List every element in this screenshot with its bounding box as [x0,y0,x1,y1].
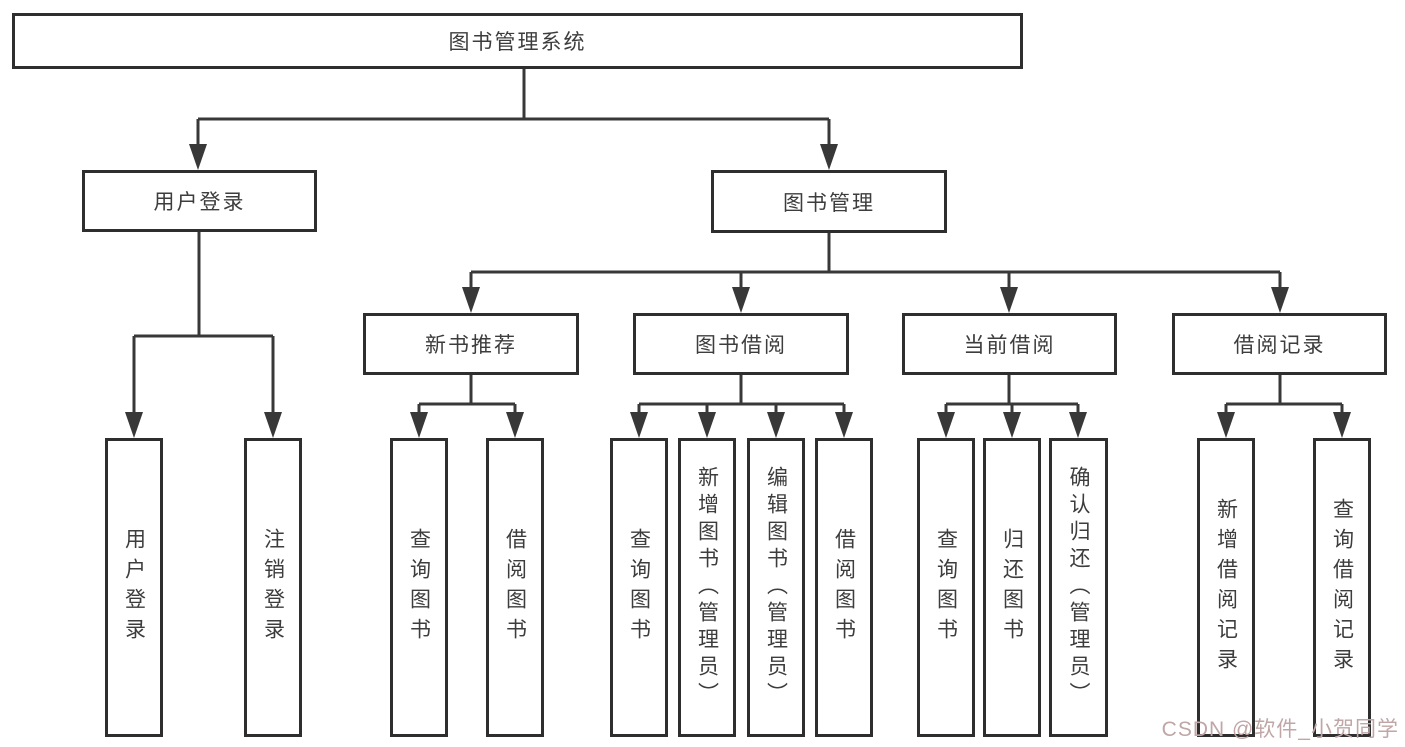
node-label: 注销登录 [261,527,285,648]
node-label: 借阅记录 [1233,334,1326,357]
arrowhead-icon [410,412,428,438]
arrowhead-icon [1003,412,1021,438]
node-label: 新增借阅记录 [1214,497,1238,678]
node-label: 用户登录 [122,527,146,648]
node-label: 编辑图书（管理员） [764,466,788,709]
node-current-borrow: 当前借阅 [902,313,1117,375]
node-borrow-books-leaf: 借阅图书 [815,438,873,737]
node-add-book-admin: 新增图书（管理员） [678,438,736,737]
node-label: 借阅图书 [832,527,856,648]
connector-group-records [1224,375,1344,418]
connector-group-borrow [637,375,846,418]
node-user-login-leaf: 用户登录 [105,438,163,737]
node-book-management: 图书管理 [711,170,947,233]
node-label: 用户登录 [153,191,246,214]
node-confirm-return-admin: 确认归还（管理员） [1049,438,1108,737]
arrowhead-icon [767,412,785,438]
connector-paths [132,67,1344,418]
node-label: 借阅图书 [503,527,527,648]
arrowhead-icon [1069,412,1087,438]
arrowhead-icon [835,412,853,438]
node-label: 查询图书 [934,527,958,648]
arrowhead-icon [506,412,524,438]
node-new-book-recommend: 新书推荐 [363,313,579,375]
node-label: 确认归还（管理员） [1067,466,1090,709]
node-root: 图书管理系统 [12,13,1023,69]
node-label: 新增图书（管理员） [695,466,719,709]
connector-root [196,67,831,150]
connector-group-recommend [417,375,517,418]
node-label: 新书推荐 [425,334,517,357]
csdn-watermark: CSDN @软件_小贺同学 [1161,718,1399,741]
node-label: 查询图书 [627,527,651,648]
arrowhead-icon [1217,412,1235,438]
node-query-books-borrow: 查询图书 [610,438,668,737]
arrowhead-icon [1000,287,1018,313]
arrowhead-icon [820,144,838,170]
node-add-borrow-record: 新增借阅记录 [1197,438,1255,737]
arrowhead-icon [264,412,282,438]
connector-group-current [944,375,1080,418]
node-label: 查询借阅记录 [1330,497,1354,678]
arrowhead-icon [630,412,648,438]
node-edit-book-admin: 编辑图书（管理员） [747,438,805,737]
arrowhead-icon [1333,412,1351,438]
arrowhead-icon [125,412,143,438]
node-label: 图书管理 [783,191,875,215]
arrowheads [125,144,1351,438]
arrowhead-icon [698,412,716,438]
arrowhead-icon [189,144,207,170]
connector-user-branch [132,232,275,418]
arrowhead-icon [732,287,750,313]
node-label: 当前借阅 [963,334,1056,357]
connector-book-branch [469,233,1282,293]
node-query-books-recommend: 查询图书 [390,438,448,737]
node-label: 图书借阅 [695,334,787,357]
node-query-books-current: 查询图书 [917,438,975,737]
node-root-label: 图书管理系统 [448,31,587,54]
node-book-borrow: 图书借阅 [633,313,849,375]
arrowhead-icon [937,412,955,438]
arrowhead-icon [1271,287,1289,313]
node-logout: 注销登录 [244,438,302,737]
node-borrow-records: 借阅记录 [1172,313,1387,375]
node-user-login-branch: 用户登录 [82,170,317,232]
node-label: 归还图书 [1000,527,1024,648]
node-borrow-books-recommend: 借阅图书 [486,438,544,737]
node-query-borrow-record: 查询借阅记录 [1313,438,1371,737]
node-return-books: 归还图书 [983,438,1041,737]
node-label: 查询图书 [407,527,431,648]
arrowhead-icon [462,287,480,313]
